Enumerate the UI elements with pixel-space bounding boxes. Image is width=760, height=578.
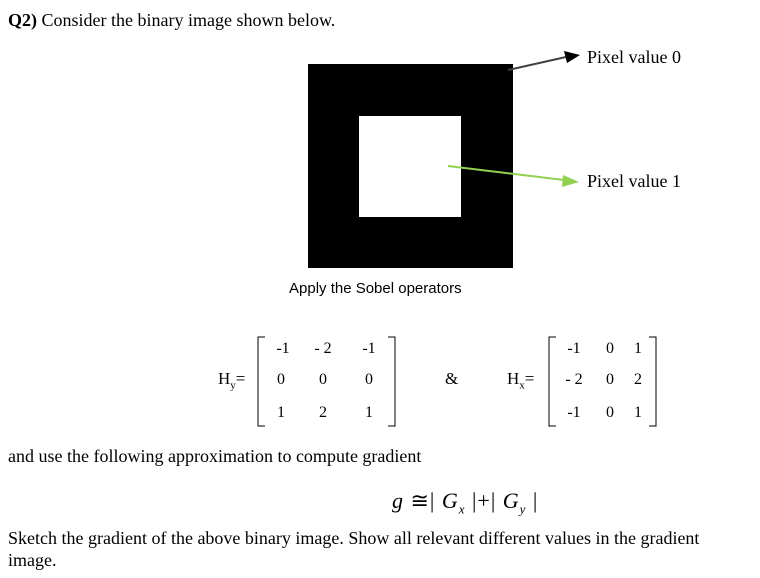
- hx-cell: -1: [567, 404, 581, 421]
- hy-cell: 1: [365, 404, 373, 421]
- hx-right-bracket: [649, 336, 657, 427]
- approximation-text: and use the following approximation to c…: [8, 446, 422, 466]
- hx-cell: 1: [634, 340, 642, 357]
- formula-end: |: [526, 488, 539, 513]
- hx-cell: 0: [606, 404, 614, 421]
- hy-subscript: y: [230, 379, 236, 392]
- formula-gy: G: [502, 488, 520, 513]
- hx-cell: 2: [634, 371, 642, 388]
- hy-right-bracket: [388, 336, 396, 427]
- hy-cell: 0: [365, 371, 373, 388]
- hx-cell: 1: [634, 404, 642, 421]
- hx-left-bracket: [548, 336, 556, 427]
- arrowhead-pixel1: [562, 175, 579, 187]
- hy-cell: -1: [276, 340, 290, 357]
- hx-label: Hx=: [507, 369, 534, 391]
- hx-equals: =: [524, 369, 535, 388]
- hy-left-bracket: [257, 336, 265, 427]
- hx-subscript: x: [519, 379, 525, 392]
- sobel-instruction: Apply the Sobel operators: [289, 280, 462, 297]
- arrow-line-pixel1: [447, 165, 565, 181]
- hy-name: H: [218, 369, 231, 388]
- hx-cell: - 2: [565, 371, 583, 388]
- arrow-line-pixel0: [507, 56, 567, 71]
- hy-cell: 0: [277, 371, 285, 388]
- formula-gx-sub: x: [458, 501, 466, 517]
- formula-gx: G: [441, 488, 459, 513]
- hy-cell: -1: [362, 340, 376, 357]
- arrowhead-pixel0: [564, 51, 580, 63]
- formula-g: g: [392, 488, 404, 513]
- label-pixel-value-1: Pixel value 1: [587, 171, 681, 191]
- question-heading: Q2) Consider the binary image shown belo…: [8, 10, 335, 31]
- task-line-1: Sketch the gradient of the above binary …: [8, 528, 700, 548]
- ampersand: &: [445, 369, 459, 388]
- formula-approx: ≅|: [404, 488, 442, 513]
- hx-cell: -1: [567, 340, 581, 357]
- hx-cell: 0: [606, 340, 614, 357]
- label-pixel-value-0: Pixel value 0: [587, 47, 681, 67]
- formula-plus: |+|: [465, 488, 503, 513]
- hy-cell: 1: [277, 404, 285, 421]
- hy-label: Hy=: [218, 369, 245, 391]
- hy-equals: =: [235, 369, 246, 388]
- hx-cell: 0: [606, 371, 614, 388]
- hy-cell: 0: [319, 371, 327, 388]
- question-text: Consider the binary image shown below.: [37, 10, 336, 30]
- task-line-2: image.: [8, 550, 57, 570]
- hx-name: H: [507, 369, 520, 388]
- question-number: Q2): [8, 10, 37, 30]
- hy-cell: 2: [319, 404, 327, 421]
- binary-image-inner-white: [359, 116, 461, 217]
- gradient-formula: g ≅| Gx |+| Gy |: [392, 488, 538, 517]
- formula-gy-sub: y: [519, 501, 527, 517]
- hy-cell: - 2: [314, 340, 332, 357]
